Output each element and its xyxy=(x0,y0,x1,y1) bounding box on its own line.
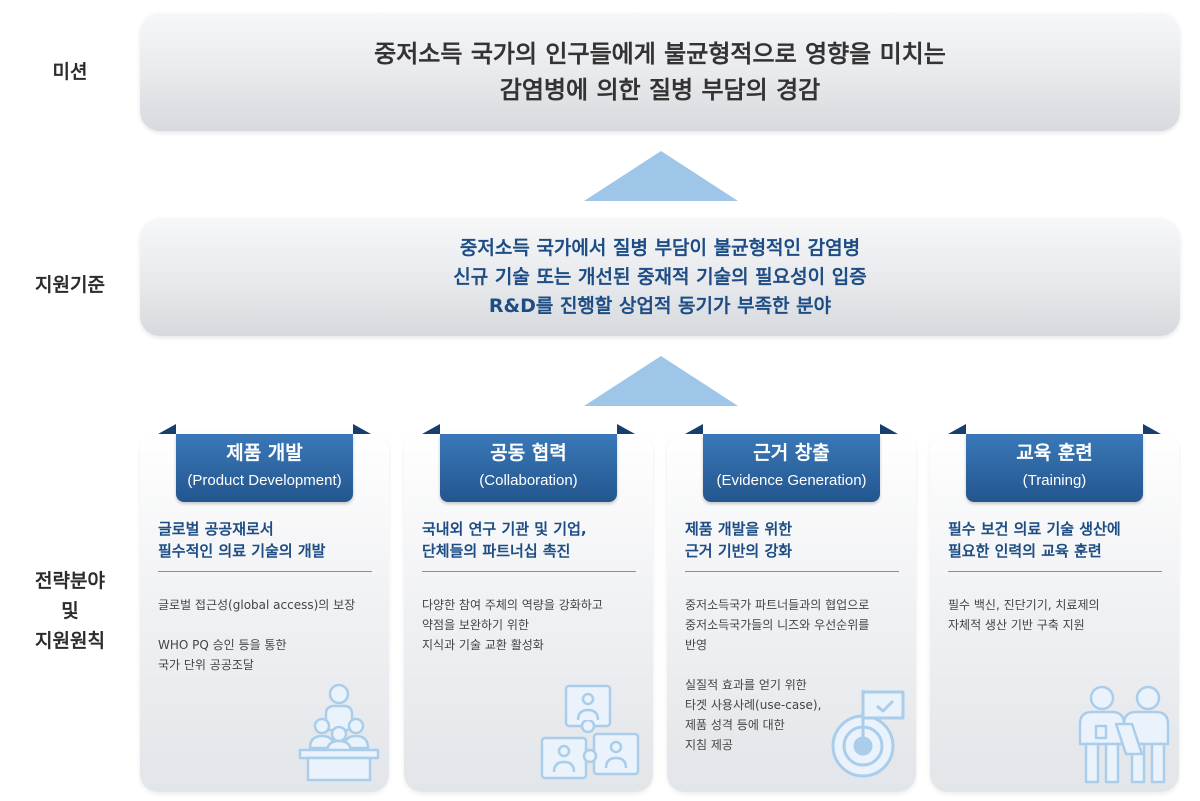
mission-box: 중저소득 국가의 인구들에게 불균형적으로 영향을 미치는 감염병에 의한 질병… xyxy=(140,13,1180,131)
divider xyxy=(948,571,1162,572)
card-heading-line: 필요한 인력의 교육 훈련 xyxy=(948,542,1102,560)
card-text-line: 타겟 사용사례(use-case), xyxy=(685,698,822,712)
divider xyxy=(422,571,636,572)
mission-line-2: 감염병에 의한 질병 부담의 경감 xyxy=(499,76,821,104)
row-label-strategy-line3: 지원원칙 xyxy=(35,630,105,652)
card-text-line: 약점을 보완하기 위한 xyxy=(422,618,529,632)
card-subtitle: (Collaboration) xyxy=(479,472,578,489)
tab-fold-left xyxy=(422,424,440,434)
card-text-line: 지식과 기술 교환 활성화 xyxy=(422,638,544,652)
card-title: 교육 훈련 xyxy=(1016,442,1093,464)
card-tab: 제품 개발 (Product Development) xyxy=(176,434,353,502)
card-body: 다양한 참여 주체의 역량을 강화하고 약점을 보완하기 위한 지식과 기술 교… xyxy=(422,595,644,675)
card-evidence-generation: 근거 창출 (Evidence Generation) 제품 개발을 위한 근거… xyxy=(667,424,916,792)
card-subtitle: (Training) xyxy=(1022,472,1087,489)
card-text-line: 필수 백신, 진단기기, 치료제의 xyxy=(948,598,1100,612)
row-label-mission: 미션 xyxy=(52,61,88,83)
card-paragraph: WHO PQ 승인 등을 통한 국가 단위 공공조달 xyxy=(158,635,380,675)
criteria-line-1: 중저소득 국가에서 질병 부담이 불균형적인 감염병 xyxy=(459,236,861,259)
card-subtitle: (Evidence Generation) xyxy=(716,472,867,489)
card-body: 중저소득국가 파트너들과의 협업으로 중저소득국가들의 니즈와 우선순위를 반영… xyxy=(685,595,907,775)
card-heading: 국내외 연구 기관 및 기업, 단체들의 파트너십 촉진 xyxy=(422,518,636,562)
card-text-line: 반영 xyxy=(685,638,708,652)
card-text-line: 실질적 효과를 얻기 위한 xyxy=(685,678,807,692)
card-heading: 필수 보건 의료 기술 생산에 필요한 인력의 교육 훈련 xyxy=(948,518,1162,562)
card-text-line: WHO PQ 승인 등을 통한 xyxy=(158,638,287,652)
card-text-line: 국가 단위 공공조달 xyxy=(158,658,254,672)
criteria-box: 중저소득 국가에서 질병 부담이 불균형적인 감염병 신규 기술 또는 개선된 … xyxy=(140,218,1180,336)
card-paragraph: 글로벌 접근성(global access)의 보장 xyxy=(158,595,380,615)
card-title: 제품 개발 xyxy=(226,442,303,464)
tab-fold-right xyxy=(1143,424,1161,434)
card-title: 공동 협력 xyxy=(490,442,567,464)
row-label-criteria: 지원기준 xyxy=(35,274,105,296)
card-heading-line: 필수 보건 의료 기술 생산에 xyxy=(948,520,1121,538)
card-heading-line: 글로벌 공공재로서 xyxy=(158,520,274,538)
tab-fold-left xyxy=(158,424,176,434)
card-heading-line: 국내외 연구 기관 및 기업, xyxy=(422,520,587,538)
card-text-line: 글로벌 접근성(global access)의 보장 xyxy=(158,598,356,612)
card-heading-line: 제품 개발을 위한 xyxy=(685,520,793,538)
mission-line-1: 중저소득 국가의 인구들에게 불균형적으로 영향을 미치는 xyxy=(374,40,946,68)
card-training: 교육 훈련 (Training) 필수 보건 의료 기술 생산에 필요한 인력의… xyxy=(930,424,1179,792)
card-paragraph: 다양한 참여 주체의 역량을 강화하고 약점을 보완하기 위한 지식과 기술 교… xyxy=(422,595,644,655)
card-tab: 교육 훈련 (Training) xyxy=(966,434,1143,502)
criteria-line-3: R&D를 진행할 상업적 동기가 부족한 분야 xyxy=(488,294,832,317)
card-body: 필수 백신, 진단기기, 치료제의 자체적 생산 기반 구축 지원 xyxy=(948,595,1170,655)
card-text-line: 제품 성격 등에 대한 xyxy=(685,718,785,732)
card-title: 근거 창출 xyxy=(753,442,830,464)
classroom-icon xyxy=(298,683,380,782)
row-label-strategy: 전략분야 및 지원원칙 xyxy=(0,566,140,656)
card-heading-line: 근거 기반의 강화 xyxy=(685,542,793,560)
card-text-line: 중저소득국가 파트너들과의 협업으로 xyxy=(685,598,870,612)
tab-fold-right xyxy=(353,424,371,434)
tab-fold-right xyxy=(617,424,635,434)
tab-fold-right xyxy=(880,424,898,434)
card-collaboration: 공동 협력 (Collaboration) 국내외 연구 기관 및 기업, 단체… xyxy=(404,424,653,792)
tab-fold-left xyxy=(685,424,703,434)
criteria-line-2: 신규 기술 또는 개선된 중재적 기술의 필요성이 입증 xyxy=(453,265,867,288)
card-tab: 공동 협력 (Collaboration) xyxy=(440,434,617,502)
card-text-line: 자체적 생산 기반 구축 지원 xyxy=(948,618,1085,632)
card-tab: 근거 창출 (Evidence Generation) xyxy=(703,434,880,502)
card-heading-line: 필수적인 의료 기술의 개발 xyxy=(158,542,326,560)
card-heading-line: 단체들의 파트너십 촉진 xyxy=(422,542,571,560)
card-text-line: 지침 제공 xyxy=(685,738,733,752)
trainer-trainee-icon xyxy=(1078,685,1170,784)
arrow-up-icon xyxy=(584,356,738,406)
card-paragraph: 중저소득국가 파트너들과의 협업으로 중저소득국가들의 니즈와 우선순위를 반영 xyxy=(685,595,907,655)
card-subtitle: (Product Development) xyxy=(187,472,342,489)
puzzle-people-icon xyxy=(540,684,640,780)
row-label-strategy-line1: 전략분야 xyxy=(35,570,105,592)
tab-fold-left xyxy=(948,424,966,434)
card-heading: 글로벌 공공재로서 필수적인 의료 기술의 개발 xyxy=(158,518,372,562)
card-heading: 제품 개발을 위한 근거 기반의 강화 xyxy=(685,518,899,562)
divider xyxy=(158,571,372,572)
arrow-up-icon xyxy=(584,151,738,201)
card-body: 글로벌 접근성(global access)의 보장 WHO PQ 승인 등을 … xyxy=(158,595,380,695)
card-product-development: 제품 개발 (Product Development) 글로벌 공공재로서 필수… xyxy=(140,424,389,792)
target-flag-icon xyxy=(831,690,905,778)
row-label-strategy-line2: 및 xyxy=(61,600,79,622)
card-paragraph: 필수 백신, 진단기기, 치료제의 자체적 생산 기반 구축 지원 xyxy=(948,595,1170,635)
card-text-line: 중저소득국가들의 니즈와 우선순위를 xyxy=(685,618,870,632)
card-paragraph: 실질적 효과를 얻기 위한 타겟 사용사례(use-case), 제품 성격 등… xyxy=(685,675,907,755)
card-text-line: 다양한 참여 주체의 역량을 강화하고 xyxy=(422,598,603,612)
divider xyxy=(685,571,899,572)
